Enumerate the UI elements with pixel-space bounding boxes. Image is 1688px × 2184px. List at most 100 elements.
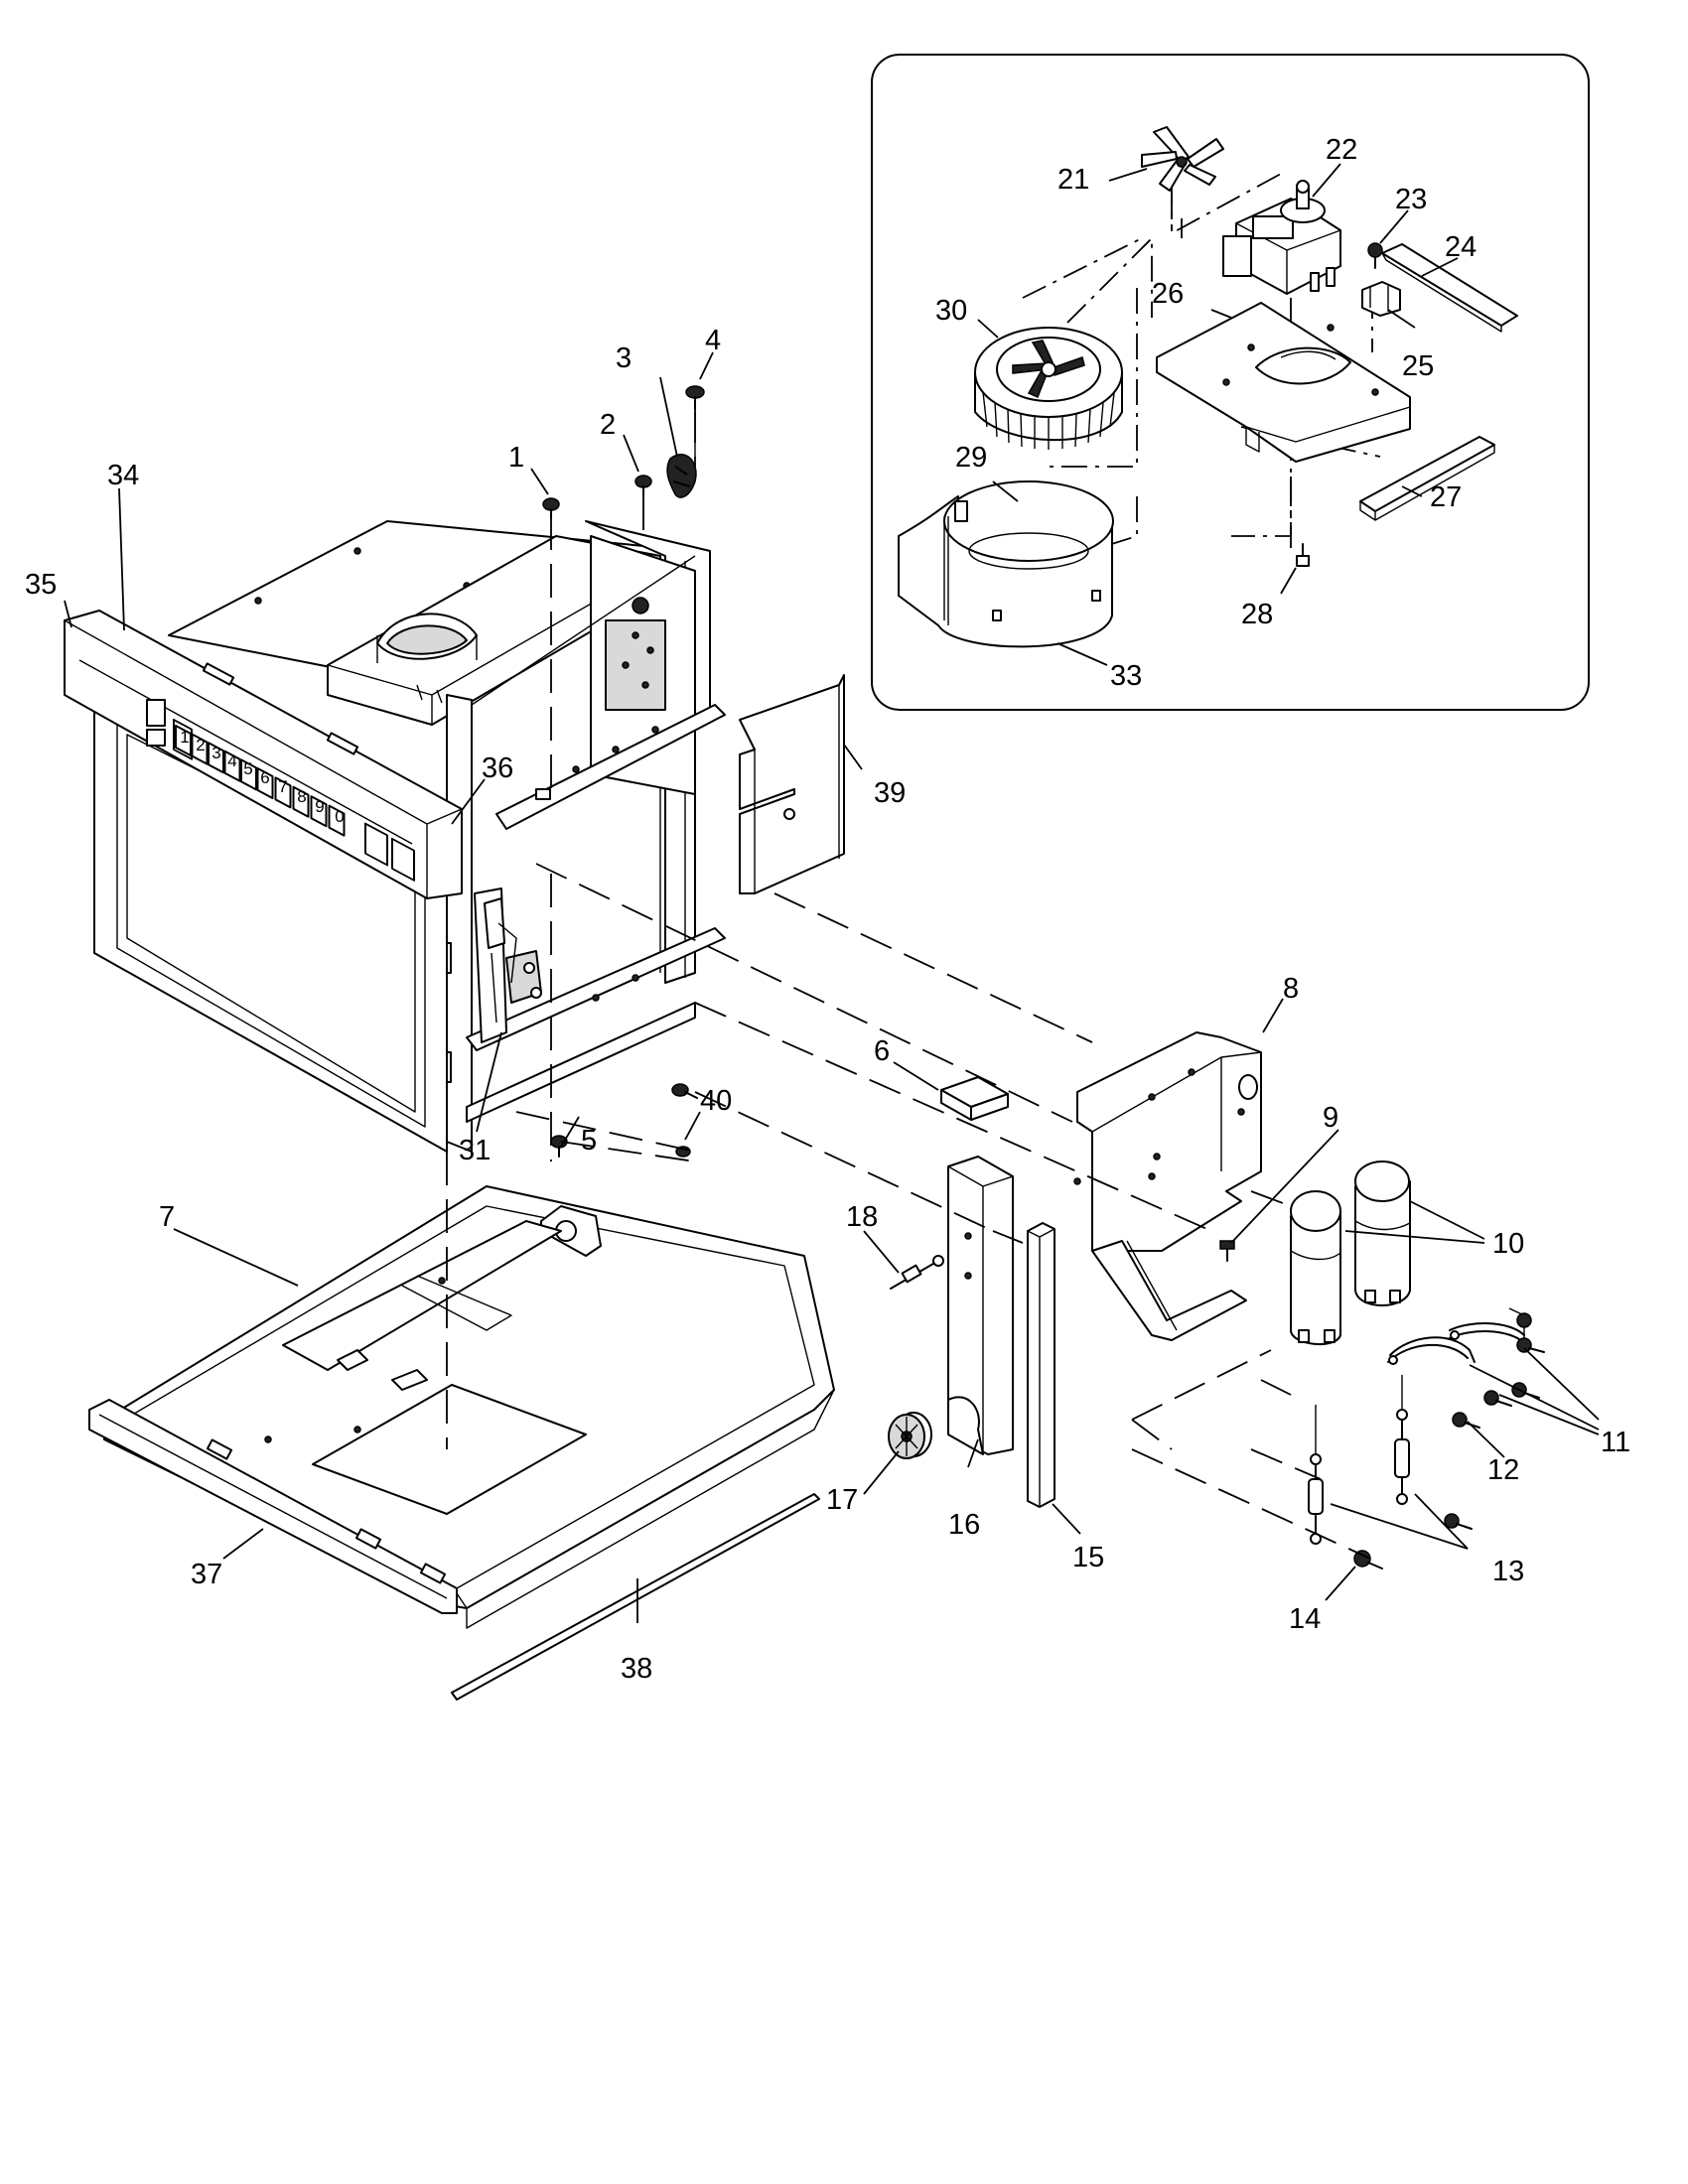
- screw-icon: [542, 497, 560, 519]
- keypad-key-8: [292, 785, 310, 818]
- ground-screw-icon: [1353, 1550, 1383, 1570]
- callout-12: 12: [1487, 1454, 1519, 1486]
- callout-35: 35: [25, 569, 57, 601]
- screw-icon: [1516, 1337, 1545, 1353]
- screw-icon: [1452, 1412, 1480, 1429]
- bottom-screw-icon: [1296, 543, 1310, 567]
- display-button: [146, 699, 166, 727]
- inset-panel: [871, 54, 1590, 711]
- keypad-key-2: [191, 733, 209, 765]
- callout-6: 6: [874, 1035, 890, 1067]
- door-and-control-panel: [64, 610, 463, 1153]
- fan-motor-icon: [1222, 180, 1341, 295]
- keypad-key-1: [175, 725, 192, 756]
- callout-14: 14: [1289, 1603, 1321, 1635]
- callout-34: 34: [107, 460, 139, 491]
- callout-38: 38: [621, 1653, 652, 1685]
- screw-icon: [1444, 1513, 1473, 1530]
- callout-31: 31: [459, 1135, 491, 1166]
- keypad-key-7: [274, 776, 292, 809]
- diode-right: [1394, 1375, 1410, 1505]
- screw-icon: [1483, 1390, 1512, 1407]
- keypad-key-9: [310, 795, 328, 828]
- vertical-strip: [1027, 1222, 1055, 1508]
- diode-left: [1308, 1405, 1324, 1545]
- key-8: 8: [297, 787, 306, 806]
- key-9: 9: [315, 797, 324, 816]
- inset-frame: [871, 54, 1590, 711]
- callout-23: 23: [1395, 184, 1427, 215]
- callout-18: 18: [846, 1201, 878, 1233]
- waveguide-cover: [327, 535, 661, 726]
- top-screws: [542, 385, 705, 1158]
- callout-10: 10: [1492, 1228, 1524, 1260]
- callout-16: 16: [948, 1509, 980, 1541]
- connector-icon: [1361, 281, 1401, 317]
- keypad-key-5: [240, 758, 257, 791]
- leader-lines: [64, 351, 1600, 1623]
- screw-icon: [550, 1135, 568, 1158]
- callout-11: 11: [1601, 1427, 1630, 1458]
- assembly-guides: [446, 409, 1371, 1560]
- keypad-key-0: [328, 804, 346, 837]
- key-4: 4: [227, 751, 236, 770]
- lower-strip-icon: [1359, 436, 1495, 521]
- interlock-switch-assembly: [474, 887, 542, 1043]
- keypad-key-3: [208, 742, 224, 774]
- fan-blade-icon: [1141, 126, 1224, 192]
- display-button-2: [146, 729, 166, 747]
- callout-17: 17: [826, 1484, 858, 1516]
- callout-30: 30: [935, 295, 967, 327]
- blower-housing-icon: [898, 480, 1114, 648]
- callout-37: 37: [191, 1559, 222, 1590]
- screw-icon: [1367, 242, 1383, 269]
- keypad-key-4: [223, 750, 241, 782]
- screw-icon: [685, 385, 705, 410]
- base-plate-assembly: [88, 1185, 835, 1701]
- callout-40: 40: [700, 1085, 732, 1117]
- callout-22: 22: [1326, 134, 1357, 166]
- key-2: 2: [196, 736, 205, 754]
- key-7: 7: [278, 777, 287, 796]
- key-0: 0: [335, 807, 344, 826]
- callout-21: 21: [1057, 164, 1089, 196]
- callout-39: 39: [874, 777, 906, 809]
- callout-5: 5: [581, 1125, 597, 1157]
- callout-15: 15: [1072, 1542, 1104, 1573]
- capacitors: [1290, 1160, 1411, 1346]
- screw-icon: [634, 475, 652, 497]
- key-6: 6: [260, 768, 269, 787]
- screw-icon: [671, 1083, 698, 1099]
- capacitor-front: [1290, 1190, 1341, 1346]
- callout-24: 24: [1445, 231, 1477, 263]
- keypad-keys: [175, 725, 346, 837]
- bracket-screw-icon: [1219, 1240, 1235, 1262]
- small-block-icon: [940, 1076, 1009, 1121]
- hv-diodes: [1308, 1375, 1410, 1545]
- clamp-screws: [1444, 1312, 1545, 1530]
- key-5: 5: [243, 759, 252, 778]
- callout-29: 29: [955, 442, 987, 474]
- twisted-component-icon: [666, 412, 697, 498]
- key-1: 1: [180, 728, 189, 747]
- capacitor-clamps: [1387, 1307, 1525, 1365]
- gasket-strip-icon: [1381, 243, 1518, 333]
- callout-27: 27: [1430, 481, 1462, 513]
- motor-bracket-icon: [1156, 302, 1411, 463]
- callout-36: 36: [482, 752, 513, 784]
- inset-leaders: [977, 163, 1459, 666]
- key-3: 3: [211, 744, 220, 762]
- callout-13: 13: [1492, 1556, 1524, 1587]
- callout-26: 26: [1152, 278, 1184, 310]
- callout-3: 3: [616, 342, 632, 374]
- screw-icon: [1516, 1312, 1532, 1328]
- stop-button: [391, 837, 415, 882]
- callout-labels: 21 22 23 24 25 26 27 28 29 30 33 1 2 3 4…: [25, 134, 1630, 1685]
- callout-1: 1: [508, 442, 524, 474]
- callout-7: 7: [159, 1201, 175, 1233]
- screw-icon: [1511, 1382, 1540, 1399]
- start-button: [364, 822, 388, 867]
- callout-9: 9: [1323, 1102, 1338, 1134]
- keypad-labels: 1 2 3 4 5 6 7 8 9 0: [180, 728, 344, 826]
